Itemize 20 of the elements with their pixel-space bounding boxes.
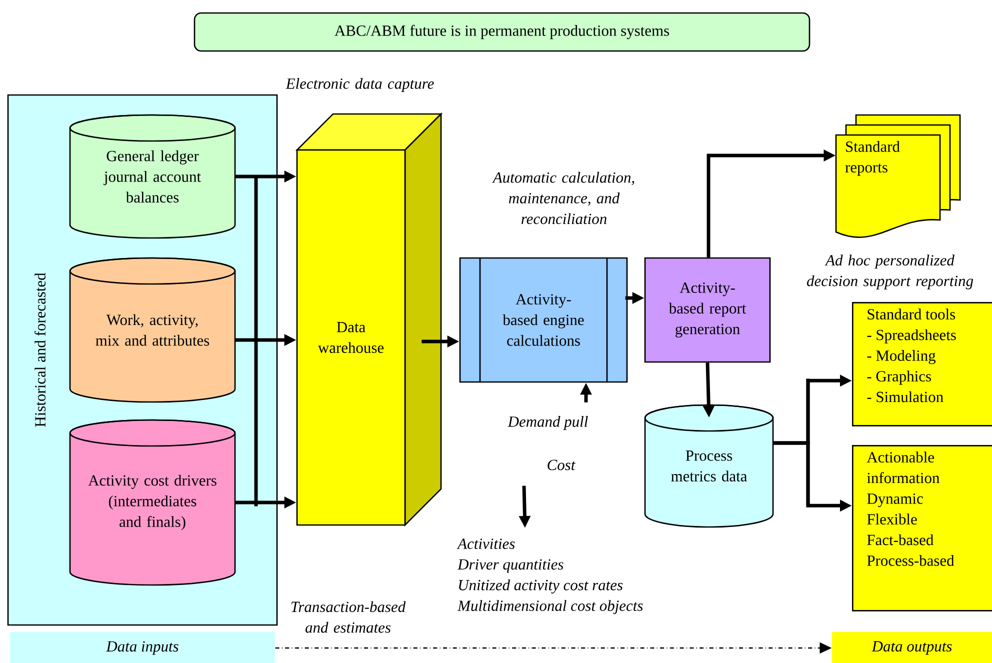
cylinder: Work, activity, mix and attributes xyxy=(69,257,236,403)
process-box: Activity-based report generation xyxy=(644,257,771,363)
cylinder: Process metrics data xyxy=(644,404,774,528)
title-box: ABC/ABM future is in permanent production systems xyxy=(194,12,810,52)
italic-note: Automatic calculation, maintenance, and reconciliation xyxy=(492,172,634,224)
band: Data outputs xyxy=(832,632,992,663)
cylinder: General ledger journal account balances xyxy=(69,114,236,239)
cost-text: Cost xyxy=(548,460,576,470)
demand-pull-text: Demand pull xyxy=(508,416,588,430)
tool-box: Standard tools - Spreadsheets - Modeling - Graphics - Simulation xyxy=(852,302,992,426)
cylinder: Activity cost drivers (intermediates and finals) xyxy=(69,419,236,586)
info-box: Actionable information Dynamic Flexible Fact-based Process-based xyxy=(852,445,992,612)
output-list: Activities Driver quantities Unitized activity cost rates Multidimensional cost objects xyxy=(456,538,643,614)
bus-line xyxy=(254,177,258,506)
band: Data inputs xyxy=(10,632,275,663)
italic-note: Electronic data capture xyxy=(286,78,434,92)
italic-note: Ad hoc personalized decision support reporting xyxy=(806,254,974,290)
process-box: Activity-based engine calculations xyxy=(459,257,628,383)
document-stack: Standard reports xyxy=(835,114,961,238)
italic-note: Transaction-based and estimates xyxy=(291,601,406,633)
